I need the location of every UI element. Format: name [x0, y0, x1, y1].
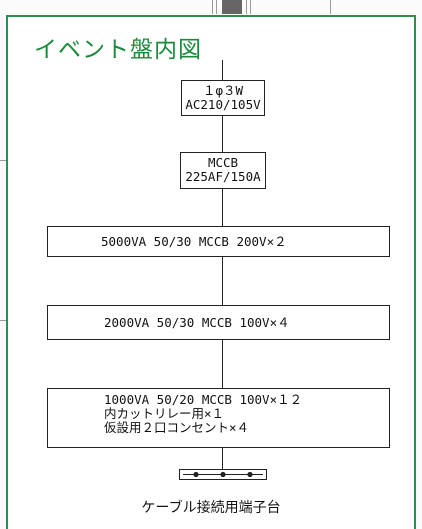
- branch-box-100v-12: 1000VA 50/20 MCCB 100V×１２ 内カットリレー用×１ 仮設用…: [47, 388, 390, 448]
- background-drawing-line: [246, 0, 247, 14]
- branch-outlet-label: 仮設用２口コンセント×４: [104, 420, 250, 435]
- connector-line: [222, 340, 223, 388]
- branch-box-200v: 5000VA 50/30 MCCB 200V×２: [47, 226, 390, 257]
- background-drawing-line: [216, 0, 217, 14]
- connector-line: [222, 189, 223, 226]
- background-drawing-line: [212, 0, 213, 14]
- branch-100v-12-label: 1000VA 50/20 MCCB 100V×１２: [104, 392, 303, 407]
- main-breaker-box: MCCB 225AF/150A: [180, 152, 266, 189]
- supply-box: １φ３W AC210/105V: [181, 80, 265, 116]
- background-drawing-block: [222, 0, 242, 14]
- branch-box-100v-4: 2000VA 50/30 MCCB 100V×４: [47, 305, 390, 340]
- branch-100v-4-label: 2000VA 50/30 MCCB 100V×４: [104, 315, 290, 330]
- background-drawing-line: [0, 320, 6, 321]
- background-drawing-line: [250, 0, 251, 14]
- diagram-title: イベント盤内図: [34, 37, 202, 63]
- main-breaker-rating-label: 225AF/150A: [185, 169, 261, 184]
- branch-200v-label: 5000VA 50/30 MCCB 200V×２: [101, 234, 287, 249]
- connector-line: [222, 448, 223, 472]
- terminal-caption: ケーブル接続用端子台: [141, 500, 281, 516]
- main-breaker-type-label: MCCB: [207, 155, 239, 170]
- background-drawing-line: [0, 160, 6, 161]
- connector-line: [222, 116, 223, 152]
- supply-phase-label: １φ３W: [202, 83, 244, 98]
- connector-line: [222, 257, 223, 305]
- terminal-block-icon: [179, 469, 267, 480]
- connector-line: [222, 60, 223, 80]
- supply-voltage-label: AC210/105V: [185, 97, 261, 112]
- background-drawing-line: [330, 0, 331, 14]
- branch-relay-label: 内カットリレー用×１: [104, 406, 225, 421]
